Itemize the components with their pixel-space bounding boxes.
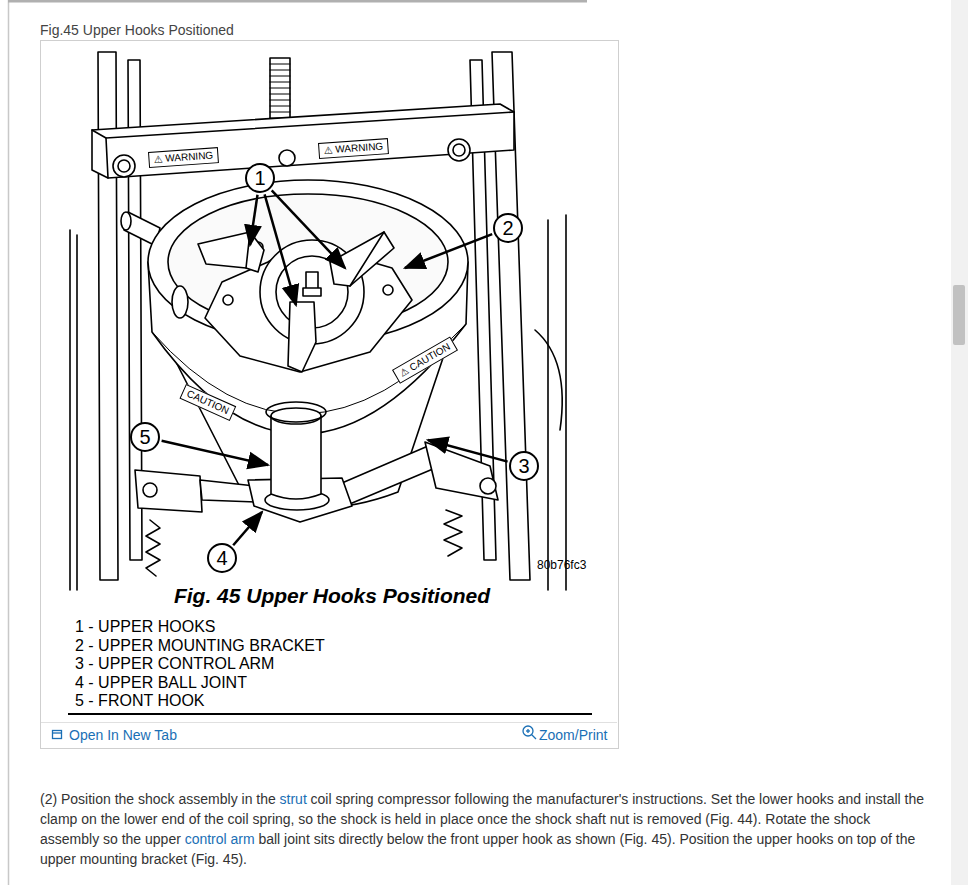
spring-compressor-part bbox=[266, 402, 326, 422]
bar-icons-part bbox=[53, 731, 62, 739]
spring-compressor-part bbox=[288, 302, 316, 372]
spring-compressor-part bbox=[383, 285, 393, 295]
glossary-link: control arm bbox=[185, 831, 255, 847]
part-key: 5 - FRONT HOOK bbox=[75, 692, 205, 710]
part-key: 1 - UPPER HOOKS bbox=[75, 618, 215, 636]
leader-lines-part bbox=[265, 194, 296, 305]
bar-icons-part bbox=[532, 735, 537, 740]
page-frame-part bbox=[41, 722, 617, 723]
spring-compressor-part bbox=[200, 480, 256, 502]
spring-compressor-part bbox=[480, 478, 496, 494]
spring-compressor-part bbox=[92, 112, 514, 138]
spring-compressor-part bbox=[279, 150, 295, 166]
warning-label: ⚠ WARNING bbox=[318, 138, 389, 159]
leader-lines-part bbox=[233, 512, 262, 545]
spring-compressor-part bbox=[453, 144, 465, 156]
callout-number: 2 bbox=[502, 218, 513, 238]
bar-icons-part bbox=[53, 732, 62, 733]
spring-compressor-part bbox=[335, 446, 440, 506]
callout-circle: 1 bbox=[245, 163, 275, 193]
instruction-paragraph: (2) Position the shock assembly in thest… bbox=[40, 789, 932, 869]
spring-compressor-part bbox=[246, 232, 250, 268]
callout-circle: 5 bbox=[130, 422, 160, 452]
spring-compressor-part bbox=[69, 230, 71, 590]
part-key: 4 - UPPER BALL JOINT bbox=[75, 674, 247, 692]
spring-compressor-part bbox=[135, 470, 202, 512]
spring-compressor-part bbox=[76, 235, 78, 590]
spring-compressor-part bbox=[198, 232, 264, 272]
spring-compressor-part bbox=[547, 220, 549, 590]
caution-label: ⚠ CAUTION bbox=[392, 337, 458, 384]
open-link: Open In New Tab bbox=[69, 727, 177, 743]
leader-lines bbox=[162, 190, 508, 545]
warning-label: ⚠ WARNING bbox=[148, 147, 219, 168]
spring-compressor-part bbox=[271, 416, 321, 499]
spring-compressor-part bbox=[425, 442, 498, 500]
spring-compressor-part bbox=[118, 160, 130, 172]
part-key: 3 - UPPER CONTROL ARM bbox=[75, 655, 274, 673]
figure-caption: Fig. 45 Upper Hooks Positioned bbox=[40, 584, 624, 608]
spring-compressor bbox=[70, 52, 566, 590]
spring-compressor-part bbox=[444, 510, 462, 556]
spring-compressor-part bbox=[113, 155, 135, 177]
callout-circle: 2 bbox=[493, 213, 523, 243]
spring-compressor-part bbox=[270, 64, 290, 124]
page-frame-part bbox=[951, 0, 968, 885]
page-frame-part bbox=[8, 0, 587, 3]
spring-compressor-part bbox=[448, 139, 470, 161]
spring-compressor-part bbox=[223, 295, 233, 305]
leader-lines-part bbox=[428, 440, 508, 462]
caution-label: CAUTION bbox=[179, 384, 236, 421]
spring-compressor-part bbox=[535, 330, 562, 430]
leader-lines-part bbox=[162, 441, 268, 465]
callout-circle: 4 bbox=[207, 543, 237, 573]
figure-heading: Fig.45 Upper Hooks Positioned bbox=[40, 22, 234, 38]
bar-icons-part bbox=[527, 729, 528, 733]
instruction-text: (2) Position the shock assembly in the bbox=[40, 791, 276, 807]
spring-compressor-part bbox=[330, 232, 394, 286]
callout-number: 1 bbox=[254, 168, 265, 188]
figure-code: 80b76fc3 bbox=[537, 558, 586, 572]
page-frame bbox=[8, 0, 968, 885]
spring-compressor-part bbox=[565, 215, 567, 590]
spring-compressor-part bbox=[121, 212, 131, 230]
page-frame-part bbox=[41, 41, 619, 749]
page-frame-part bbox=[8, 0, 10, 885]
leader-lines-part bbox=[405, 234, 492, 268]
page-frame-part bbox=[953, 285, 965, 345]
spring-compressor-part bbox=[146, 520, 160, 576]
zoom-link: Zoom/Print bbox=[539, 727, 607, 743]
part-key: 2 - UPPER MOUNTING BRACKET bbox=[75, 637, 325, 655]
spring-compressor-part bbox=[350, 232, 384, 286]
callout-number: 3 bbox=[518, 456, 529, 476]
callout-number: 4 bbox=[216, 548, 227, 568]
callout-circle: 3 bbox=[509, 451, 539, 481]
glossary-link: strut bbox=[280, 791, 307, 807]
callout-number: 5 bbox=[139, 427, 150, 447]
spring-compressor-part bbox=[92, 104, 514, 178]
spring-compressor-part bbox=[303, 288, 321, 296]
spring-compressor-part bbox=[143, 483, 157, 497]
leader-lines-part bbox=[250, 195, 258, 245]
spring-compressor-part bbox=[172, 286, 188, 318]
spring-compressor-part bbox=[106, 138, 108, 178]
page-frame-part bbox=[68, 713, 592, 715]
